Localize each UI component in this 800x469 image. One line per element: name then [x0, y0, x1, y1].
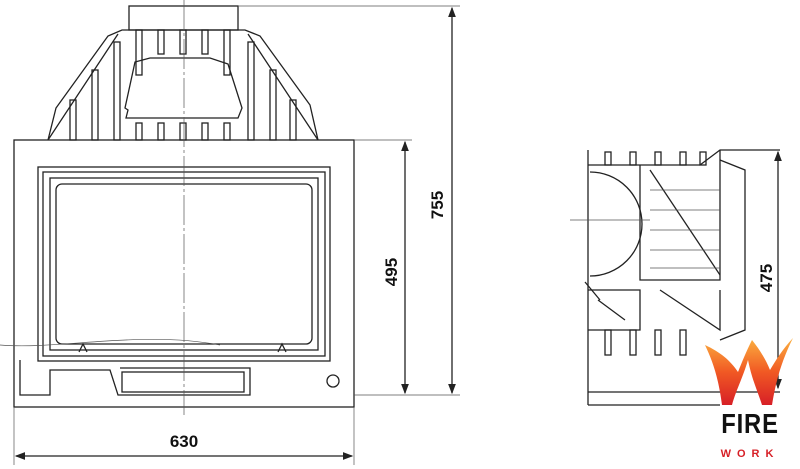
front-view [0, 0, 460, 465]
side-view [570, 149, 780, 406]
dim-label-width: 630 [170, 432, 198, 451]
dim-label-body-height: 495 [382, 258, 401, 286]
firework-logo-flame [705, 338, 793, 405]
dim-label-total-height: 755 [428, 191, 447, 219]
dim-label-side-depth: 475 [757, 264, 776, 292]
logo-text-fire: FIRE [721, 408, 779, 439]
logo-text-work: WORK [720, 448, 780, 460]
dimension-lines: 755 495 630 475 [14, 6, 782, 460]
